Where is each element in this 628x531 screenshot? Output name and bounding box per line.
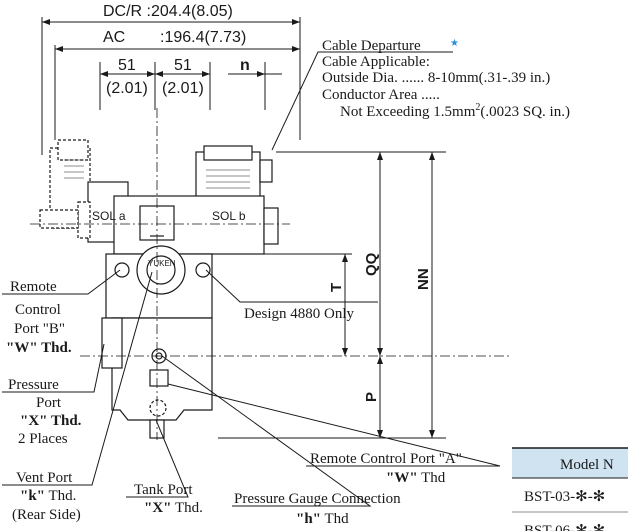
gauge-h-bold: "h" xyxy=(296,511,321,527)
tank-thd: Thd. xyxy=(172,500,203,516)
yuken-logo: YUKEN xyxy=(148,259,176,268)
pressure-line4: 2 Places xyxy=(18,431,68,447)
remote-a-line1: Remote Control Port "A" xyxy=(310,451,462,467)
pressure-line3: "X" Thd. xyxy=(20,413,82,429)
callout-leaders xyxy=(2,269,501,507)
cable-conductor-area: Conductor Area ..... xyxy=(322,87,440,103)
cable-not-exceeding: Not Exceeding 1.5mm2(.0023 SQ. in.) xyxy=(340,102,570,120)
coil-hatching xyxy=(64,159,250,189)
cable-departure-star: ★ xyxy=(450,38,459,49)
right-dimensions xyxy=(212,151,446,439)
top-dimensions xyxy=(41,17,301,155)
remote-b-line1: Remote xyxy=(10,279,57,295)
dim-n: n xyxy=(240,57,250,74)
cable-departure: Cable Departure xyxy=(322,38,421,54)
cable-not-exceeding-text: Not Exceeding 1.5mm xyxy=(340,104,476,120)
dim-51-right-inch: (2.01) xyxy=(162,80,204,97)
gauge-line2: "h" Thd xyxy=(296,511,349,527)
table-row: BST-03-✻-✻ xyxy=(524,489,605,505)
remote-b-line4: "W" Thd. xyxy=(6,340,72,356)
dim-t: T xyxy=(328,283,345,292)
dim-51-left: 51 xyxy=(118,57,136,74)
vent-k-bold: "k" xyxy=(20,488,45,504)
sol-a-label: SOL a xyxy=(92,209,126,223)
right-dimension-arrows xyxy=(342,152,435,438)
dimension-arrows xyxy=(42,19,300,77)
model-table: Model N BST-03-✻-✻ BST-06-✻-✻ xyxy=(512,447,628,531)
centerlines xyxy=(30,108,510,440)
gauge-line1: Pressure Gauge Connection xyxy=(234,491,401,507)
remote-b-line3: Port "B" xyxy=(14,321,65,337)
cable-applicable: Cable Applicable: xyxy=(322,54,430,70)
remote-a-thd: Thd xyxy=(418,470,446,486)
dim-ac-label: AC xyxy=(103,29,125,46)
tank-line2: "X" Thd. xyxy=(144,500,203,516)
dim-p: P xyxy=(363,392,380,402)
vent-line1: Vent Port xyxy=(16,470,73,486)
cable-outside-dia: Outside Dia. ...... 8-10mm(.31-.39 in.) xyxy=(322,70,550,86)
dim-ac-value: :196.4(7.73) xyxy=(160,29,246,46)
table-header-bg xyxy=(512,448,628,478)
dim-51-right: 51 xyxy=(174,57,192,74)
valve-body xyxy=(39,139,279,439)
cable-leader xyxy=(271,51,453,151)
dim-nn: NN xyxy=(415,268,432,290)
dim-qq: QQ xyxy=(363,252,380,276)
vent-line3: (Rear Side) xyxy=(12,507,81,523)
remote-a-w-bold: "W" xyxy=(386,470,418,486)
pressure-line2: Port xyxy=(36,395,62,411)
vent-thd: Thd. xyxy=(45,488,76,504)
cable-not-exceeding-sup: 2 xyxy=(475,102,480,113)
cable-not-exceeding-tail: (.0023 SQ. in.) xyxy=(480,104,570,120)
tank-line1: Tank Port xyxy=(134,482,193,498)
dim-dc-r: DC/R :204.4(8.05) xyxy=(103,3,233,20)
pressure-line1: Pressure xyxy=(8,377,59,393)
gauge-thd: Thd xyxy=(321,511,349,527)
table-header: Model N xyxy=(560,457,614,473)
sol-b-label: SOL b xyxy=(212,209,246,223)
table-row: BST-06-✻-✻ xyxy=(524,523,605,531)
remote-a-line2: "W" Thd xyxy=(386,470,446,486)
vent-line2: "k" Thd. xyxy=(20,488,76,504)
remote-b-line2: Control xyxy=(15,302,61,318)
design-4880-label: Design 4880 Only xyxy=(244,306,354,322)
tank-x-bold: "X" xyxy=(144,500,172,516)
dim-51-left-inch: (2.01) xyxy=(106,80,148,97)
